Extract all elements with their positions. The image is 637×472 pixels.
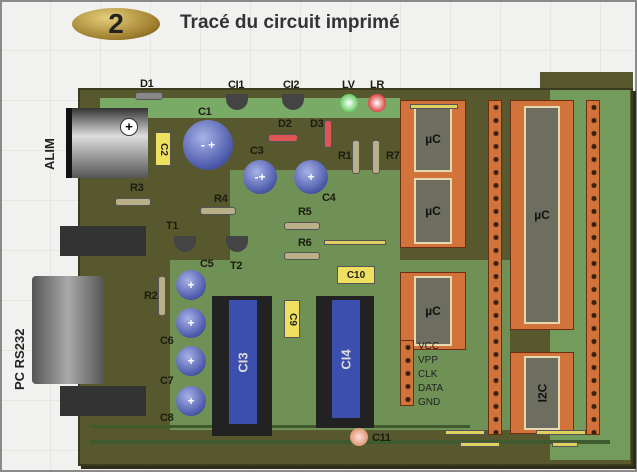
label-t2: T2 <box>230 260 243 272</box>
capacitor-c2: C2 <box>155 132 171 166</box>
label-r5: R5 <box>298 206 312 218</box>
resistor-r5 <box>284 222 320 230</box>
label-c7: C7 <box>160 375 174 387</box>
programming-header <box>400 340 414 406</box>
db9-bracket-bottom <box>60 386 146 416</box>
capacitor-c10: C10 <box>337 266 375 284</box>
capacitor-c8: + <box>176 386 206 416</box>
trace <box>90 425 470 428</box>
capacitor-c4: + <box>294 160 328 194</box>
capacitor-c7: + <box>176 346 206 376</box>
pin-label-vcc: VCC <box>418 341 440 352</box>
capacitor-c3: -+ <box>243 160 277 194</box>
wire-strap <box>536 430 586 435</box>
chip-uc-1: µC <box>414 106 452 172</box>
db9-bracket-top <box>60 226 146 256</box>
pin-header <box>488 100 502 435</box>
capacitor-c1: - + <box>183 120 233 170</box>
wire-strap <box>410 104 458 109</box>
resistor-r7 <box>372 140 380 174</box>
label-r4: R4 <box>214 193 228 205</box>
wire-strap <box>445 430 485 435</box>
label-ci2: CI2 <box>283 79 300 91</box>
label-d3: D3 <box>310 118 324 130</box>
wire-strap <box>552 442 578 447</box>
regulator-ci2 <box>282 94 304 110</box>
plus-icon: + <box>120 118 138 136</box>
label-r3: R3 <box>130 182 144 194</box>
label-c3: C3 <box>250 145 264 157</box>
label-c4: C4 <box>322 192 336 204</box>
rs232-label: PC RS232 <box>12 328 27 390</box>
label-c11: C11 <box>372 432 391 444</box>
resistor-r4 <box>200 207 236 215</box>
capacitor-c11 <box>350 428 368 446</box>
resistor-r2 <box>158 276 166 316</box>
power-jack <box>66 108 148 178</box>
diode-d1 <box>135 92 163 100</box>
chip-uc-2: µC <box>414 178 452 244</box>
step-badge: 2 <box>72 8 160 40</box>
transistor-t1 <box>174 236 196 252</box>
label-d2: D2 <box>278 118 292 130</box>
pin-label-data: DATA <box>418 383 444 394</box>
label-c5: C5 <box>200 258 214 270</box>
diode-d3 <box>324 120 332 148</box>
pin-label-gnd: GND <box>418 397 441 408</box>
led-red <box>368 94 386 112</box>
pin-label-clk: CLK <box>418 369 438 380</box>
label-ci1: CI1 <box>228 79 245 91</box>
resistor-r1 <box>352 140 360 174</box>
label-lv: LV <box>342 79 355 91</box>
page-title: Tracé du circuit imprimé <box>180 12 400 33</box>
capacitor-c5: + <box>176 270 206 300</box>
led-green <box>340 94 358 112</box>
label-d1: D1 <box>140 78 154 90</box>
trace <box>90 440 610 444</box>
label-r1: R1 <box>338 150 352 162</box>
copper-area <box>100 98 400 118</box>
alim-label: ALIM <box>42 138 57 170</box>
label-r2: R2 <box>144 290 158 302</box>
diode-d2 <box>268 134 298 142</box>
label-c1: C1 <box>198 106 212 118</box>
transistor-t2 <box>226 236 248 252</box>
chip-uc-4: µC <box>524 106 560 324</box>
regulator-ci1 <box>226 94 248 110</box>
label-c8: C8 <box>160 412 174 424</box>
resistor-r3 <box>115 198 151 206</box>
capacitor-c6: + <box>176 308 206 338</box>
chip-i2c: I2C <box>524 356 560 430</box>
chip-uc-3: µC <box>414 276 452 346</box>
resistor-r6 <box>284 252 320 260</box>
wire-strap <box>460 442 500 447</box>
ic-ci3-body: CI3 <box>229 300 257 424</box>
db9-connector <box>32 276 104 384</box>
wire-strap <box>324 240 386 245</box>
label-c6: C6 <box>160 335 174 347</box>
label-r7: R7 <box>386 150 400 162</box>
pin-label-vpp: VPP <box>418 355 439 366</box>
ic-ci4-body: CI4 <box>332 300 360 418</box>
pin-header <box>586 100 600 435</box>
label-lr: LR <box>370 79 385 91</box>
label-t1: T1 <box>166 220 179 232</box>
label-r6: R6 <box>298 237 312 249</box>
capacitor-c9: C9 <box>284 300 300 338</box>
